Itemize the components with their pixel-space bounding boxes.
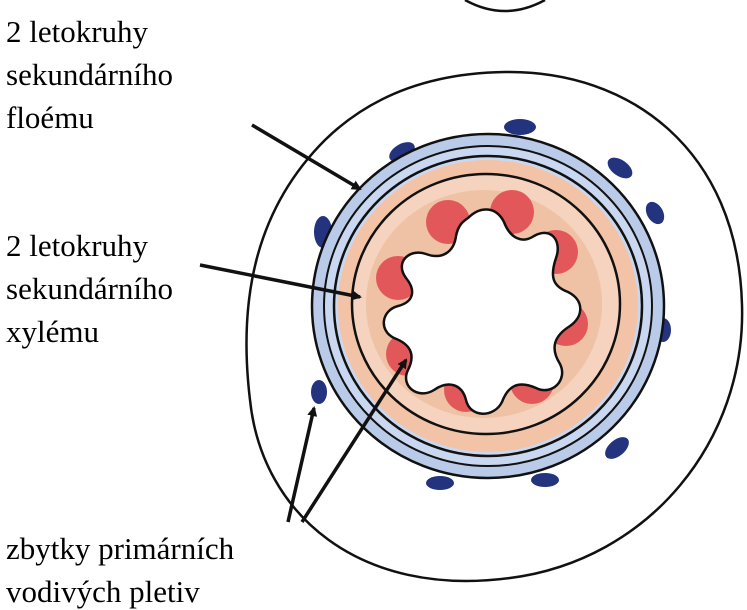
label-primary-tissue-remnants: zbytky primárních vodivých pletiv: [6, 527, 234, 610]
phloem-bundle: [311, 380, 327, 404]
label-line: 2 letokruhy: [6, 224, 173, 267]
label-line: 2 letokruhy: [6, 10, 173, 53]
phloem-bundle: [531, 473, 559, 487]
previous-figure-arc: [465, 0, 545, 11]
label-secondary-phloem: 2 letokruhy sekundárního floému: [6, 10, 173, 139]
label-line: sekundárního: [6, 267, 173, 310]
label-line: floému: [6, 96, 173, 139]
label-line: xylému: [6, 310, 173, 353]
label-secondary-xylem: 2 letokruhy sekundárního xylému: [6, 224, 173, 353]
phloem-bundle: [426, 476, 454, 490]
label-line: vodivých pletiv: [6, 570, 234, 610]
phloem-bundle: [504, 119, 536, 135]
label-line: zbytky primárních: [6, 527, 234, 570]
label-line: sekundárního: [6, 53, 173, 96]
